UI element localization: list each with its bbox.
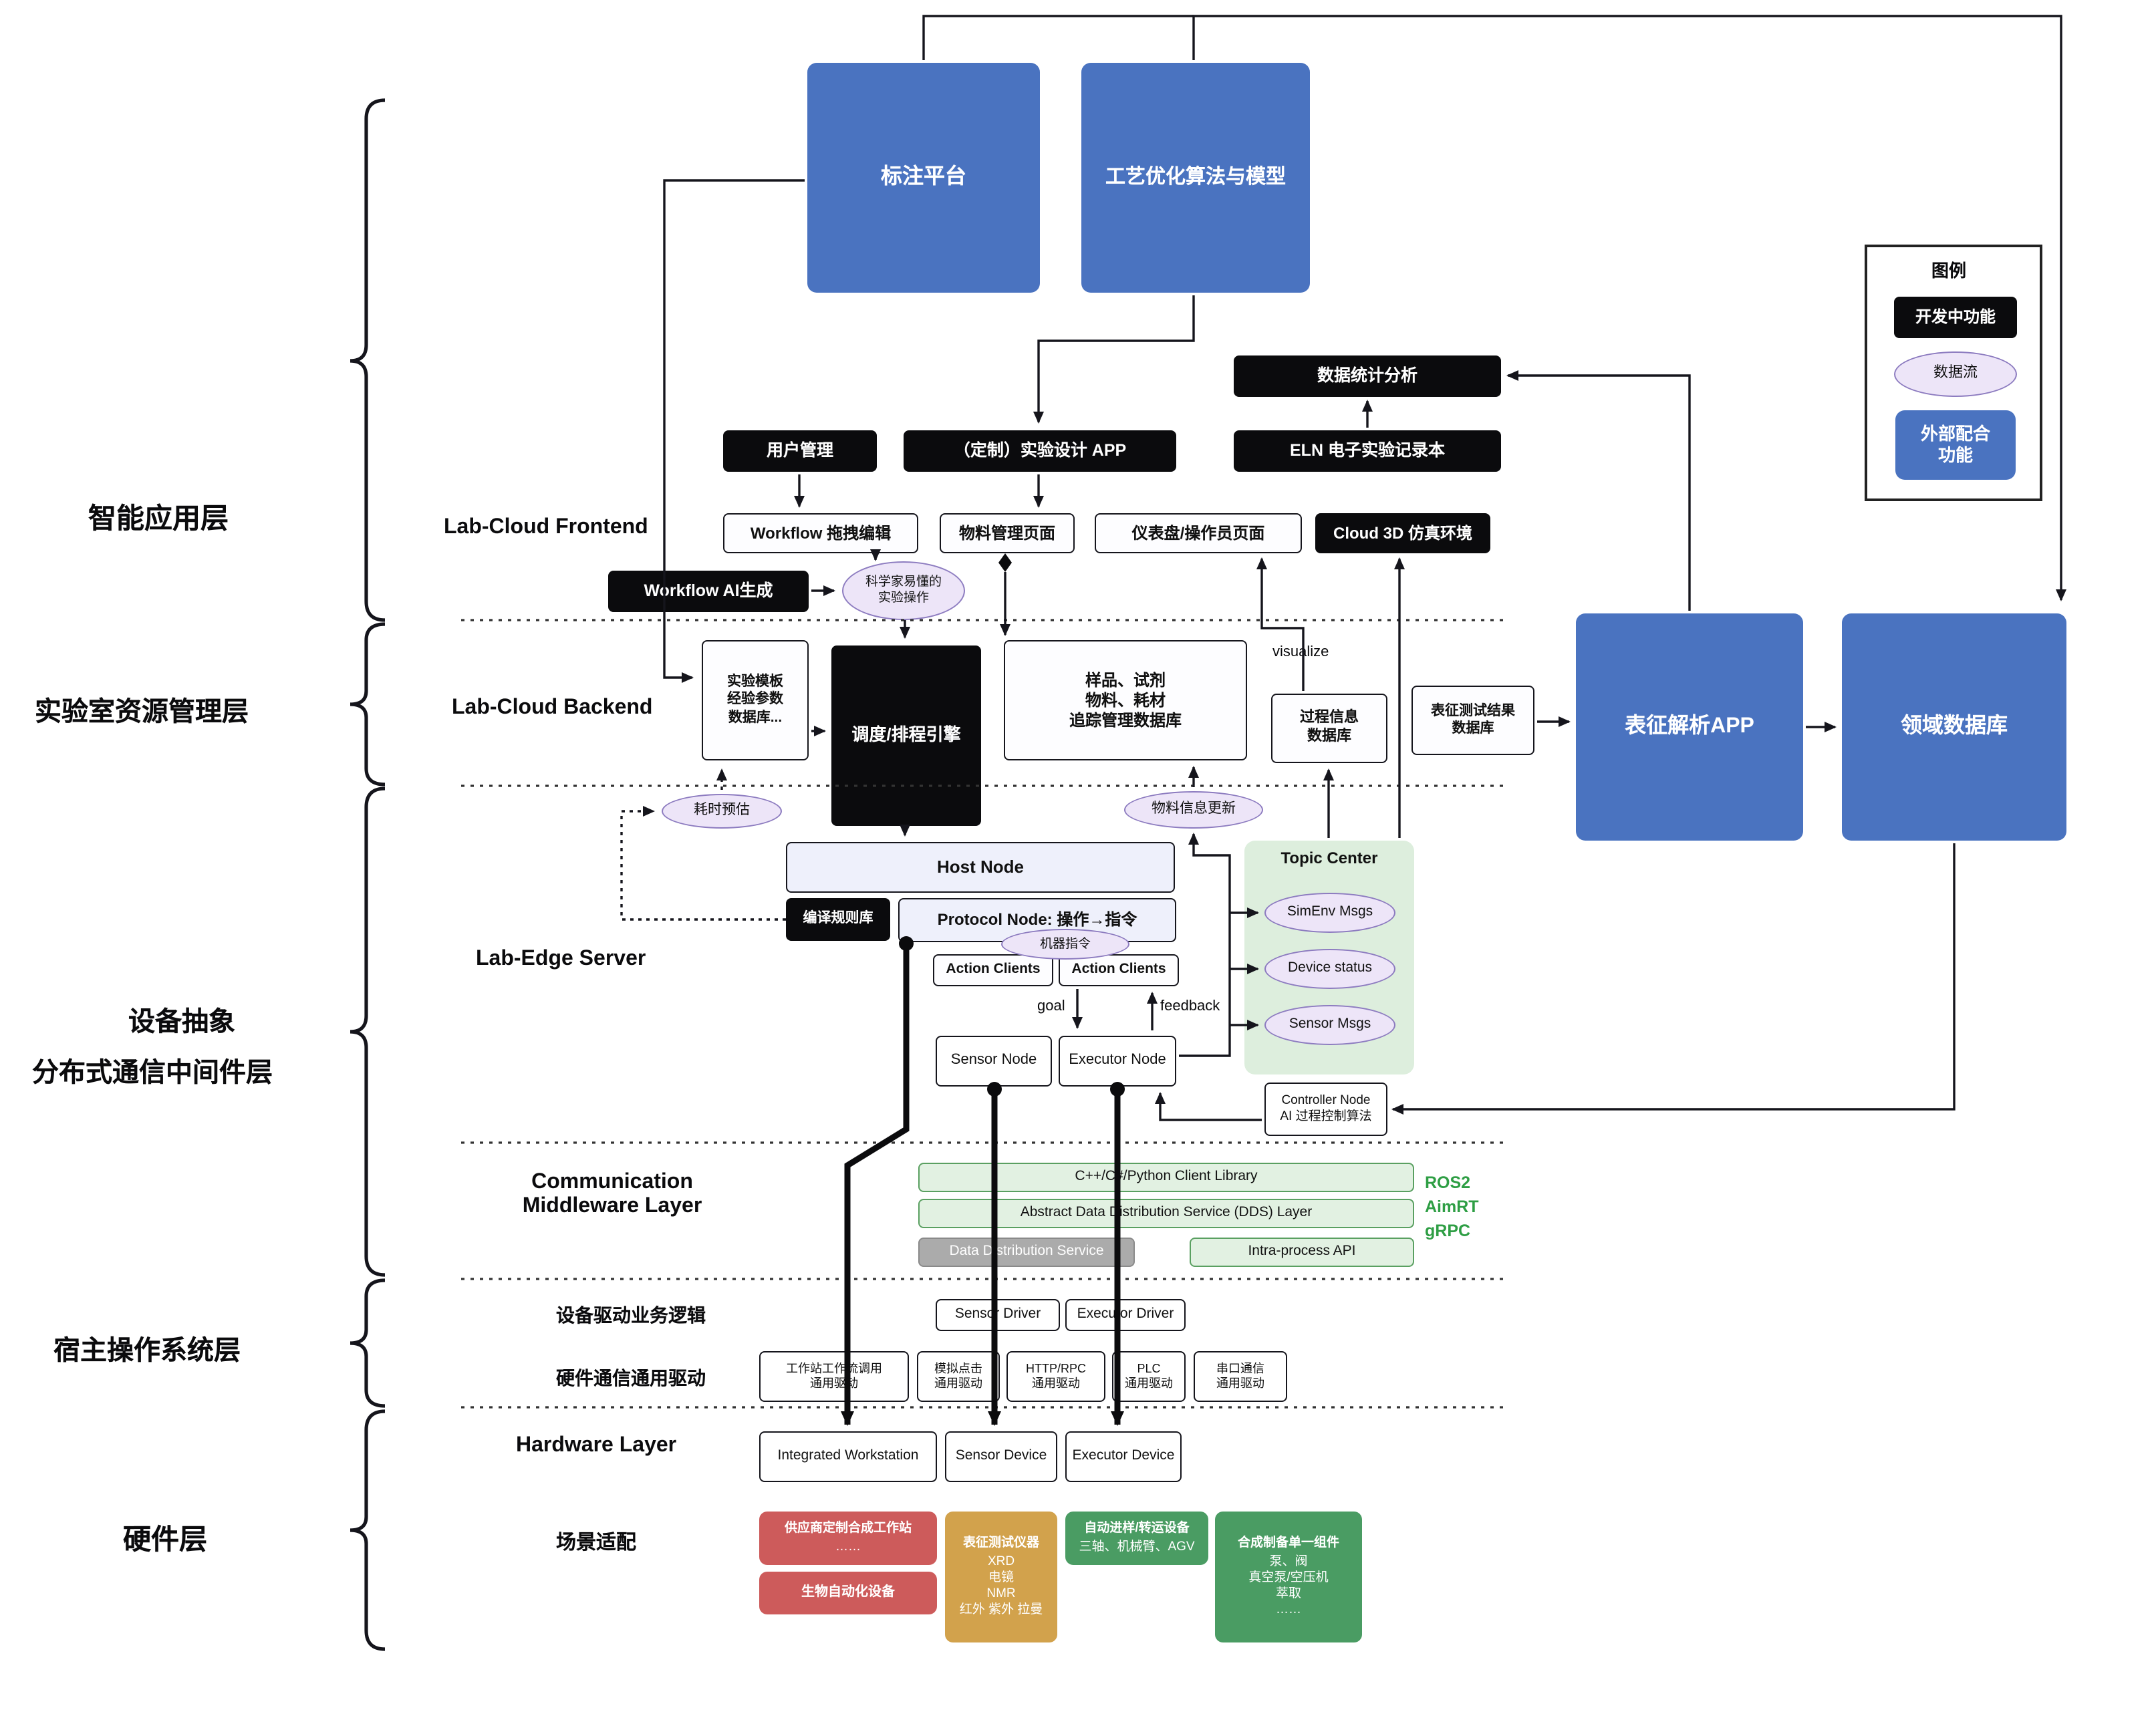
dds-service-box: Data Distribution Service — [918, 1238, 1135, 1267]
intra-process-api-box: Intra-process API — [1190, 1238, 1414, 1267]
label-app-layer: 智能应用层 — [88, 504, 229, 535]
char-instruments-body: XRD 电镜 NMR 红外 紫外 拉曼 — [959, 1554, 1043, 1617]
label-lab-edge-server: Lab-Edge Server — [476, 948, 646, 970]
label-hardware-layer: 硬件层 — [123, 1525, 207, 1556]
bio-automation-box: 生物自动化设备 — [759, 1572, 937, 1614]
data-stats-box: 数据统计分析 — [1234, 355, 1501, 397]
annotation-platform-box: 标注平台 — [807, 63, 1040, 293]
executor-node-box: Executor Node — [1059, 1036, 1176, 1087]
time-estimate-flow: 耗时预估 — [662, 794, 782, 829]
material-page-box: 物料管理页面 — [940, 513, 1075, 553]
legend-external: 外部配合 功能 — [1895, 410, 2016, 480]
label-device-abstraction: 设备抽象 — [128, 1008, 235, 1037]
legend-title: 图例 — [1931, 261, 1967, 281]
action-clients-box-2: Action Clients — [1059, 954, 1179, 986]
client-library-box: C++/C#/Python Client Library — [918, 1163, 1414, 1192]
template-db-box: 实验模板 经验参数 数据库... — [702, 640, 809, 760]
vendor-workstation-body: …… — [835, 1540, 861, 1554]
process-optimization-box: 工艺优化算法与模型 — [1081, 63, 1310, 293]
transfer-device-body: 三轴、机械臂、AGV — [1079, 1540, 1195, 1554]
simenv-msgs-flow: SimEnv Msgs — [1264, 893, 1395, 933]
sample-db-box: 样品、试剂 物料、耗材 追踪管理数据库 — [1004, 640, 1247, 760]
brace-hostos-layer — [350, 1278, 386, 1408]
middleware-stack-list: ROS2 AimRT gRPC — [1425, 1173, 1479, 1241]
char-instruments-title: 表征测试仪器 — [962, 1536, 1039, 1551]
driver-serial-box: 串口通信 通用驱动 — [1194, 1351, 1287, 1402]
machine-instruction-flow: 机器指令 — [1001, 929, 1129, 960]
label-scenario-adapt: 场景适配 — [556, 1532, 637, 1554]
legend-data-flow: 数据流 — [1894, 351, 2017, 397]
user-mgmt-box: 用户管理 — [723, 430, 877, 472]
controller-node-title: Controller Node — [1281, 1093, 1371, 1109]
driver-click-box: 模拟点击 通用驱动 — [917, 1351, 1000, 1402]
label-host-os-layer: 宿主操作系统层 — [53, 1336, 241, 1366]
legend-in-development: 开发中功能 — [1894, 297, 2017, 338]
dashboard-page-box: 仪表盘/操作员页面 — [1095, 513, 1302, 553]
char-result-db-box: 表征测试结果 数据库 — [1411, 686, 1534, 755]
sensor-node-box: Sensor Node — [936, 1036, 1052, 1087]
compile-rules-box: 编译规则库 — [786, 898, 890, 941]
workflow-ai-box: Workflow AI生成 — [608, 571, 809, 612]
brace-middleware-layer — [350, 786, 386, 1277]
host-node-box: Host Node — [786, 842, 1175, 893]
brace-hardware-layer — [350, 1409, 386, 1651]
driver-http-box: HTTP/RPC 通用驱动 — [1006, 1351, 1105, 1402]
label-lab-cloud-frontend: Lab-Cloud Frontend — [444, 516, 648, 539]
controller-node-body: AI 过程控制算法 — [1280, 1109, 1372, 1124]
transfer-device-title: 自动进样/转运设备 — [1084, 1521, 1190, 1536]
vendor-workstation-box: 供应商定制合成工作站 …… — [759, 1512, 937, 1565]
custom-experiment-app-box: （定制）实验设计 APP — [904, 430, 1176, 472]
controller-node-box: Controller Node AI 过程控制算法 — [1264, 1083, 1387, 1136]
material-update-flow: 物料信息更新 — [1124, 791, 1263, 829]
char-instruments-box: 表征测试仪器 XRD 电镜 NMR 红外 紫外 拉曼 — [945, 1512, 1057, 1642]
char-analysis-app-box: 表征解析APP — [1576, 613, 1803, 841]
brace-app-layer — [350, 98, 386, 622]
label-generic-driver: 硬件通信通用驱动 — [556, 1367, 706, 1389]
label-visualize: visualize — [1272, 644, 1329, 660]
label-lab-cloud-backend: Lab-Cloud Backend — [452, 696, 653, 719]
integrated-workstation-box: Integrated Workstation — [759, 1431, 937, 1482]
cloud-3d-box: Cloud 3D 仿真环境 — [1315, 513, 1490, 553]
executor-driver-box: Executor Driver — [1065, 1299, 1186, 1331]
eln-box: ELN 电子实验记录本 — [1234, 430, 1501, 472]
topic-center-title: Topic Center — [1281, 849, 1378, 867]
scheduler-box: 调度/排程引擎 — [831, 646, 981, 826]
synthesis-components-title: 合成制备单一组件 — [1237, 1536, 1339, 1551]
process-db-box: 过程信息 数据库 — [1271, 694, 1387, 763]
brace-resource-layer — [350, 622, 386, 786]
dds-abstract-box: Abstract Data Distribution Service (DDS)… — [918, 1199, 1414, 1228]
sensor-driver-box: Sensor Driver — [936, 1299, 1060, 1331]
label-resource-layer: 实验室资源管理层 — [35, 698, 249, 727]
driver-workstation-box: 工作站工作流调用 通用驱动 — [759, 1351, 909, 1402]
domain-db-box: 领域数据库 — [1842, 613, 2066, 841]
synthesis-components-body: 泵、阀 真空泵/空压机 萃取 …… — [1248, 1554, 1329, 1617]
label-driver-logic: 设备驱动业务逻辑 — [556, 1304, 706, 1326]
label-feedback: feedback — [1160, 998, 1220, 1014]
driver-plc-box: PLC 通用驱动 — [1112, 1351, 1186, 1402]
label-middleware: 分布式通信中间件层 — [32, 1058, 273, 1088]
vendor-workstation-title: 供应商定制合成工作站 — [784, 1521, 912, 1536]
synthesis-components-box: 合成制备单一组件 泵、阀 真空泵/空压机 萃取 …… — [1215, 1512, 1362, 1642]
sensor-msgs-flow: Sensor Msgs — [1264, 1005, 1395, 1045]
label-hardware: Hardware Layer — [516, 1434, 677, 1457]
label-comm-middleware: Communication Middleware Layer — [522, 1171, 702, 1217]
transfer-device-box: 自动进样/转运设备 三轴、机械臂、AGV — [1065, 1512, 1208, 1565]
device-status-flow: Device status — [1264, 949, 1395, 989]
scientist-ops-flow: 科学家易懂的 实验操作 — [842, 561, 965, 620]
workflow-edit-box: Workflow 拖拽编辑 — [723, 513, 918, 553]
executor-device-box: Executor Device — [1065, 1431, 1182, 1482]
action-clients-box-1: Action Clients — [933, 954, 1053, 986]
label-goal: goal — [1037, 998, 1065, 1014]
sensor-device-box: Sensor Device — [945, 1431, 1057, 1482]
